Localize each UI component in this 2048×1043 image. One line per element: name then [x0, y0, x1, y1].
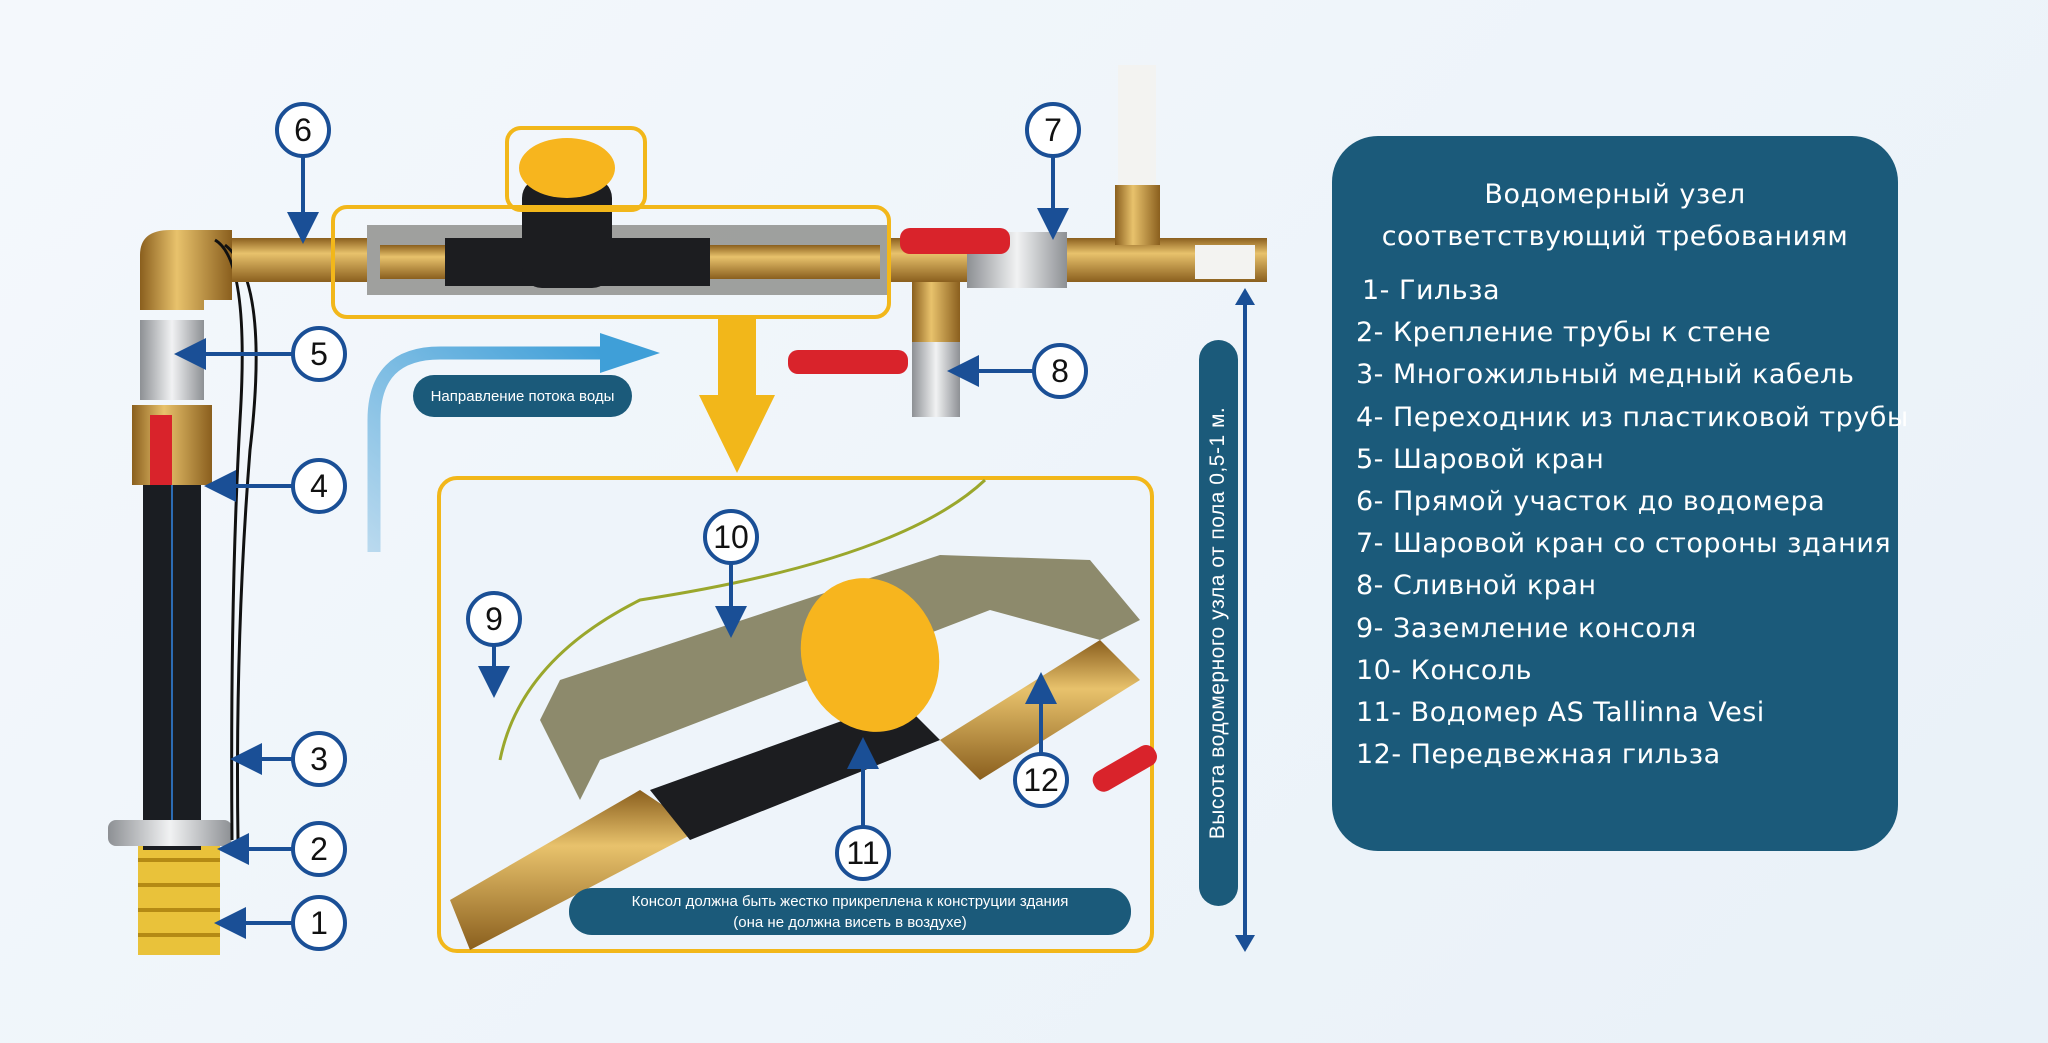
- marker-7: 7: [1025, 102, 1081, 158]
- legend-item: 11- Водомер AS Tallinna Vesi: [1356, 697, 1765, 729]
- legend-panel: Водомерный узел соответствующий требован…: [1332, 136, 1909, 851]
- horizontal-pipe: [232, 65, 1267, 417]
- flow-direction-label: Направление потока воды: [413, 375, 632, 417]
- legend-item: 8- Сливной кран: [1356, 570, 1597, 602]
- legend-title: Водомерный узел соответствующий требован…: [1381, 179, 1849, 252]
- meter-highlight-box: [505, 126, 647, 212]
- zoom-arrow-icon: [699, 317, 775, 473]
- legend-item: 7- Шаровой кран со стороны здания: [1356, 528, 1892, 560]
- riser-pipe: [108, 230, 258, 955]
- svg-text:7: 7: [1044, 112, 1062, 148]
- marker-12: 12: [1013, 752, 1069, 808]
- marker-2: 2: [291, 821, 347, 877]
- marker-11: 11: [835, 825, 891, 881]
- console-caption: Консол должна быть жестко прикреплена к …: [569, 888, 1131, 935]
- detail-photo: [437, 476, 1157, 953]
- marker-10: 10: [703, 509, 759, 565]
- legend-item: 10- Консоль: [1356, 654, 1533, 686]
- svg-text:5: 5: [310, 336, 328, 372]
- flow-direction-arrow: [367, 346, 610, 552]
- svg-text:11: 11: [846, 835, 879, 871]
- legend-item: 5- Шаровой кран: [1356, 443, 1605, 475]
- legend-item: 2- Крепление трубы к стене: [1356, 317, 1772, 349]
- marker-1: 1: [291, 895, 347, 951]
- height-label: Высота водомерного узла от пола 0,5-1 м.: [1199, 340, 1238, 906]
- legend-item: 4- Переходник из пластиковой трубы: [1356, 401, 1909, 433]
- caption-line-1: Консол должна быть жестко прикреплена к …: [631, 892, 1069, 910]
- svg-text:6: 6: [294, 112, 312, 148]
- flow-arrowhead-icon: [600, 333, 660, 373]
- legend-item: 6- Прямой участок до водомера: [1356, 486, 1826, 518]
- svg-text:8: 8: [1051, 353, 1069, 389]
- marker-6: 6: [275, 102, 331, 158]
- height-dimension-arrow: [1235, 288, 1255, 952]
- leader-lines: [174, 157, 1069, 939]
- svg-text:9: 9: [485, 601, 503, 637]
- svg-text:12: 12: [1023, 762, 1059, 798]
- marker-8: 8: [1032, 343, 1088, 399]
- marker-4: 4: [291, 458, 347, 514]
- height-label-text: Высота водомерного узла от пола 0,5-1 м.: [1206, 406, 1230, 840]
- legend-item: 3- Многожильный медный кабель: [1356, 359, 1855, 391]
- legend-item: 1- Гильза: [1362, 275, 1501, 306]
- marker-3: 3: [291, 731, 347, 787]
- legend-list: 1- Гильза 2- Крепление трубы к стене 3- …: [1352, 270, 1909, 776]
- svg-text:1: 1: [310, 905, 328, 941]
- svg-text:10: 10: [713, 519, 749, 555]
- legend-item: 9- Заземление консоля: [1356, 612, 1697, 644]
- marker-9: 9: [466, 591, 522, 647]
- caption-line-2: (она не должна висеть в воздухе): [733, 913, 967, 931]
- console-highlight-box: [331, 205, 891, 319]
- legend-item: 12- Передвежная гильза: [1356, 739, 1721, 771]
- marker-5: 5: [291, 326, 347, 382]
- svg-text:2: 2: [310, 831, 328, 867]
- svg-text:4: 4: [310, 468, 328, 504]
- svg-text:3: 3: [310, 741, 328, 777]
